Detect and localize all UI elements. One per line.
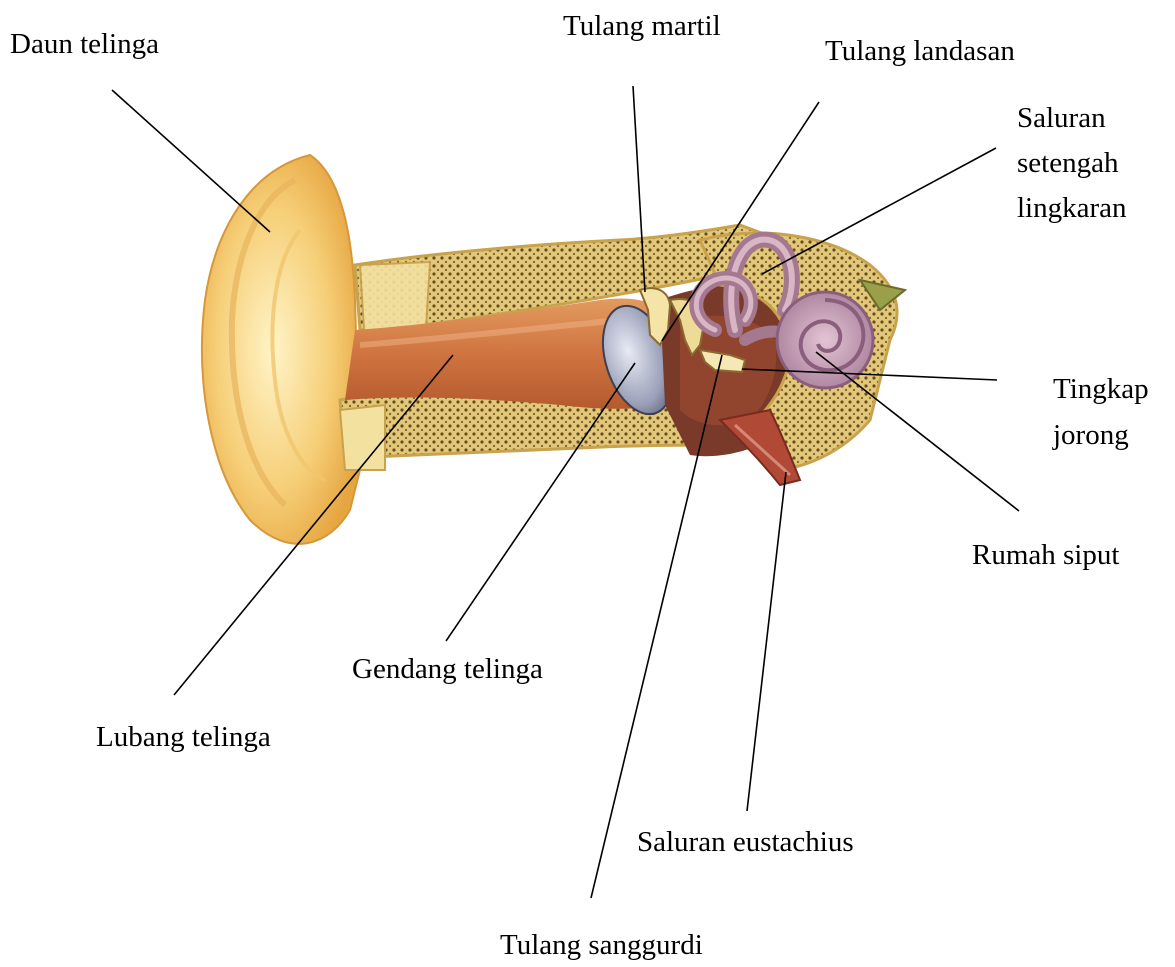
label-tulang-sanggurdi: Tulang sanggurdi (500, 927, 703, 963)
label-lubang-telinga: Lubang telinga (96, 719, 271, 755)
label-saluran-setengah-lingkaran: Saluran setengah lingkaran (1017, 96, 1127, 231)
label-line: setengah (1017, 141, 1127, 186)
pinna-shape (202, 155, 360, 544)
label-rumah-siput: Rumah siput (972, 537, 1119, 573)
label-tingkap-jorong: Tingkap jorong (1053, 366, 1149, 458)
label-line: Saluran (1017, 96, 1127, 141)
leader-daun-telinga (112, 90, 270, 232)
leader-saluran-eustachius (747, 472, 786, 811)
label-line: jorong (1053, 412, 1149, 458)
label-daun-telinga: Daun telinga (10, 26, 159, 62)
label-saluran-eustachius: Saluran eustachius (637, 824, 854, 860)
label-tulang-landasan: Tulang landasan (825, 33, 1015, 69)
label-gendang-telinga: Gendang telinga (352, 651, 543, 687)
leader-saluran-setengah-lingkaran (762, 148, 996, 274)
label-tulang-martil: Tulang martil (563, 8, 721, 44)
label-line: lingkaran (1017, 186, 1127, 231)
label-line: Tingkap (1053, 366, 1149, 412)
